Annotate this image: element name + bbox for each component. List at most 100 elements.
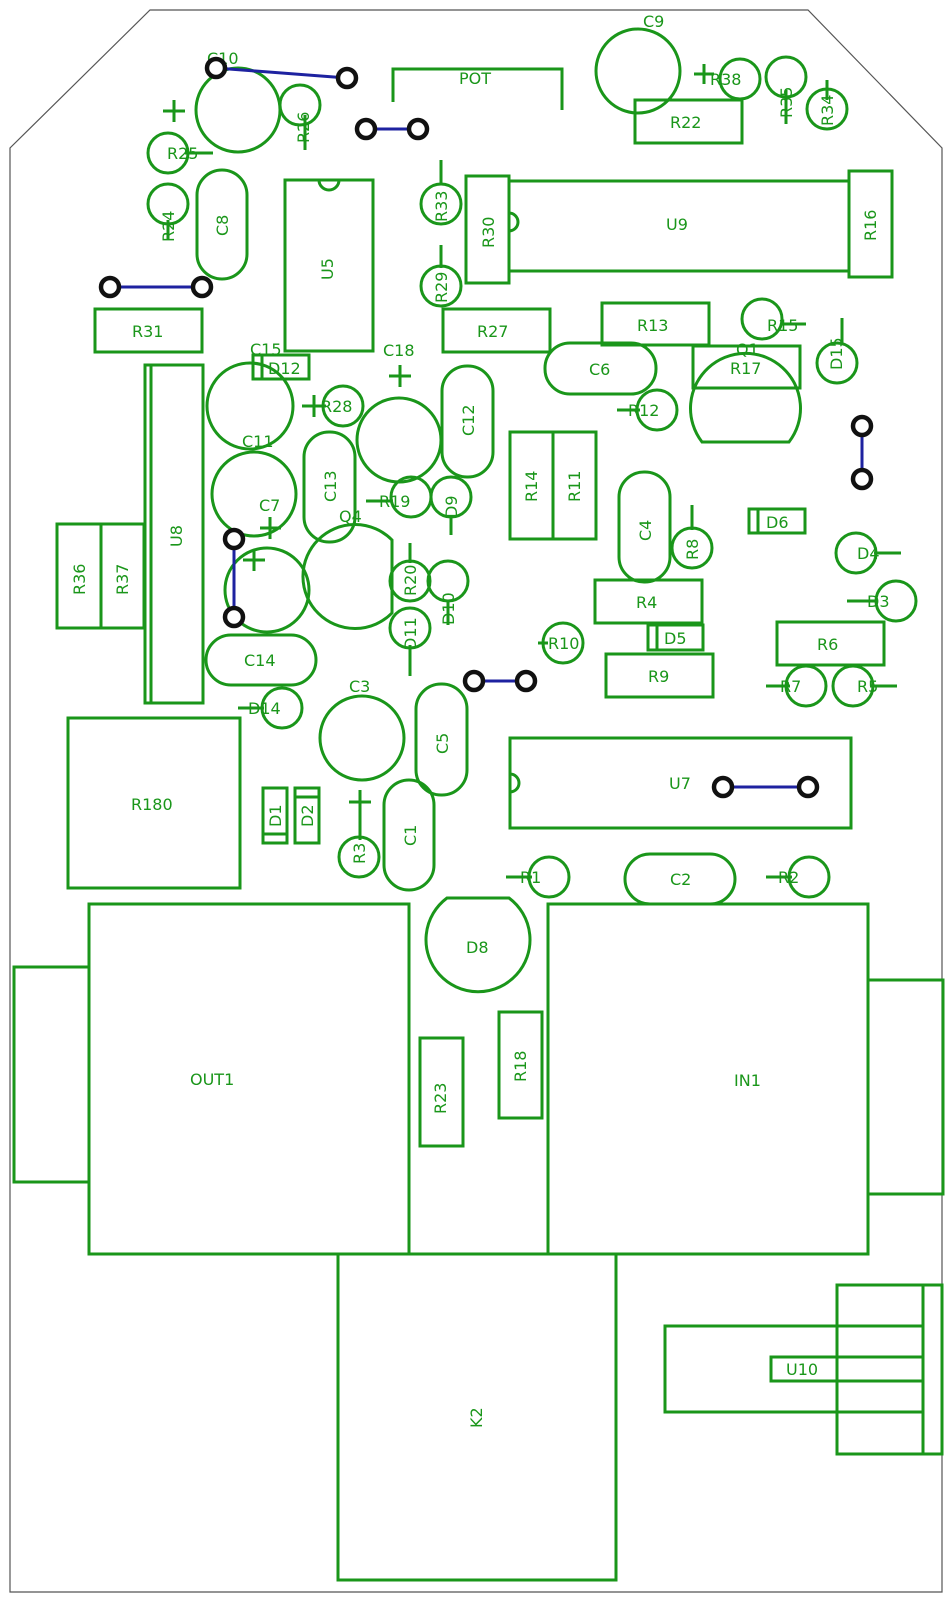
c9-capacitor: C9 [594,12,714,115]
svg-text:D5: D5 [664,629,687,648]
u5-ic: U5 [283,178,375,353]
r2-resistor: R2 [766,855,831,899]
svg-text:R29: R29 [432,272,451,303]
c3-capacitor: C3 [318,677,406,782]
svg-text:R22: R22 [670,113,701,132]
svg-text:R18: R18 [511,1051,530,1082]
svg-text:R7: R7 [780,677,801,696]
svg-text:R19: R19 [379,492,410,511]
r8-resistor: R8 [670,505,714,570]
c2-capacitor: C2 [623,852,737,906]
svg-text:U7: U7 [669,774,691,793]
svg-text:K2: K2 [467,1407,486,1428]
r9-resistor: R9 [604,652,715,699]
r10-resistor: R10 [538,621,585,665]
svg-text:D6: D6 [766,513,789,532]
r180-resistor: R180 [66,716,242,890]
svg-text:C8: C8 [213,215,232,236]
svg-text:C4: C4 [636,520,655,541]
svg-text:R5: R5 [857,677,878,696]
svg-text:R26: R26 [294,112,313,143]
svg-text:C5: C5 [433,733,452,754]
d5-diode: D5 [646,623,705,652]
r38-resistor: R38 [710,57,762,101]
d6-diode: D6 [747,507,807,535]
jumper-wire [222,527,246,629]
svg-text:R20: R20 [401,565,420,596]
r25-resistor: R25 [146,131,213,175]
jumper-wire [462,669,538,693]
svg-text:C13: C13 [321,470,340,502]
c4-capacitor: C4 [617,470,672,584]
svg-text:R23: R23 [431,1083,450,1114]
r35-resistor: R35 [764,55,808,124]
u9-ic: U9 [507,179,851,273]
d15-diode: D15 [815,318,859,385]
svg-text:C18: C18 [383,341,415,360]
svg-text:D4: D4 [857,544,880,563]
r15-resistor: R15 [740,297,806,341]
svg-text:R14: R14 [522,471,541,502]
c5-capacitor: C5 [414,682,469,797]
c7-capacitor: C7 [223,496,311,634]
board-outline [9,9,943,1593]
r34-resistor: R34 [805,80,849,131]
svg-text:R25: R25 [167,144,198,163]
svg-text:D9: D9 [442,496,461,519]
d4-diode: D4 [834,531,901,575]
svg-text:D12: D12 [268,359,301,378]
r5-resistor: R5 [831,664,897,708]
svg-text:R12: R12 [628,401,659,420]
svg-text:R3: R3 [350,843,369,864]
r36-resistor: R36 [55,522,103,630]
in1-connector: IN1 [546,902,945,1256]
svg-text:R13: R13 [637,316,668,335]
d1-diode: D1 [261,786,289,845]
q4-transistor: Q4 [301,507,394,630]
r4-resistor: R4 [593,578,704,625]
r19-resistor: R19 [366,475,433,519]
r23-resistor: R23 [418,1036,465,1148]
r28-resistor: R28 [302,384,365,428]
svg-text:R17: R17 [730,359,761,378]
svg-text:U8: U8 [167,525,186,547]
svg-text:R15: R15 [767,316,798,335]
svg-text:R11: R11 [565,471,584,502]
svg-text:R37: R37 [113,564,132,595]
pot-potentiometer: POT [391,67,564,110]
svg-text:C6: C6 [589,360,610,379]
svg-text:R30: R30 [479,217,498,248]
r13-resistor: R13 [600,301,711,347]
d9-diode: D9 [429,475,473,535]
svg-text:U9: U9 [666,215,688,234]
svg-text:C14: C14 [244,651,276,670]
svg-text:U5: U5 [318,258,337,280]
svg-text:R34: R34 [818,95,837,126]
r37-resistor: R37 [99,522,146,630]
u7-ic: U7 [508,736,853,830]
jumper-wire [711,775,820,799]
svg-text:R38: R38 [710,70,741,89]
svg-text:R9: R9 [648,667,669,686]
r20-resistor: R20 [388,543,432,603]
svg-text:R10: R10 [548,634,579,653]
svg-text:D2: D2 [298,805,317,828]
svg-text:R33: R33 [432,191,451,222]
svg-text:R8: R8 [683,539,702,560]
svg-text:C2: C2 [670,870,691,889]
svg-text:R36: R36 [70,564,89,595]
r33-resistor: R33 [419,160,463,226]
svg-text:IN1: IN1 [734,1071,761,1090]
jumper-wire [204,56,359,90]
svg-text:U10: U10 [786,1360,818,1379]
svg-text:OUT1: OUT1 [190,1070,234,1089]
r30-resistor: R30 [464,174,511,285]
jumper-wire [354,117,430,141]
svg-text:POT: POT [459,69,491,88]
c14-capacitor: C14 [204,633,318,687]
r11-resistor: R11 [551,430,598,541]
d14-diode: D14 [238,686,304,730]
u10-regulator: U10 [663,1283,944,1456]
out1-connector: OUT1 [12,902,411,1256]
svg-text:R31: R31 [132,322,163,341]
